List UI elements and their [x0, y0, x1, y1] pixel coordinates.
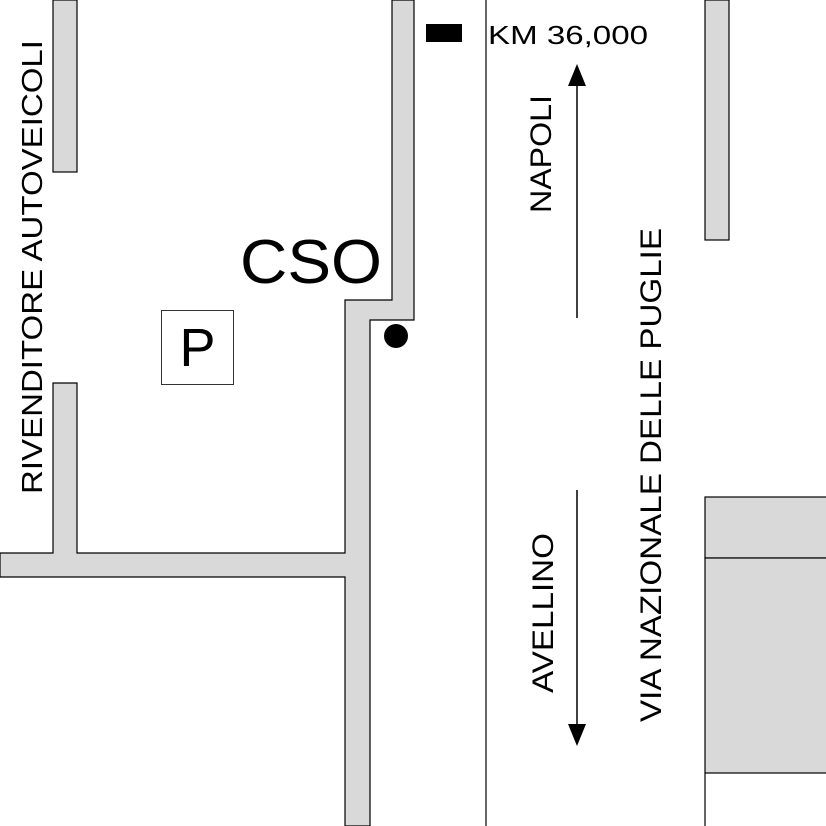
site-code-label: CSO — [240, 228, 382, 297]
parking-sign-icon: P — [161, 310, 234, 385]
building-block-right-upper — [704, 496, 826, 559]
wall-band-top-left — [52, 0, 78, 173]
arrow-up-icon — [568, 64, 586, 318]
building-block-right-lower — [704, 557, 826, 774]
business-label: RIVENDITORE AUTOVEICOLI — [17, 40, 49, 494]
km-marker-label: KM 36,000 — [488, 20, 648, 50]
arrow-down-icon — [568, 490, 586, 746]
black-dot-marker-icon — [384, 324, 408, 348]
direction-north-label: NAPOLI — [525, 95, 558, 213]
wall-band-top-right — [704, 0, 730, 241]
road-name-label: VIA NAZIONALE DELLE PUGLIE — [635, 228, 668, 722]
parking-label: P — [179, 317, 216, 378]
direction-south-label: AVELLINO — [527, 533, 560, 693]
wall-band-lower-left — [0, 0, 415, 826]
black-rectangle-marker-icon — [426, 24, 462, 42]
